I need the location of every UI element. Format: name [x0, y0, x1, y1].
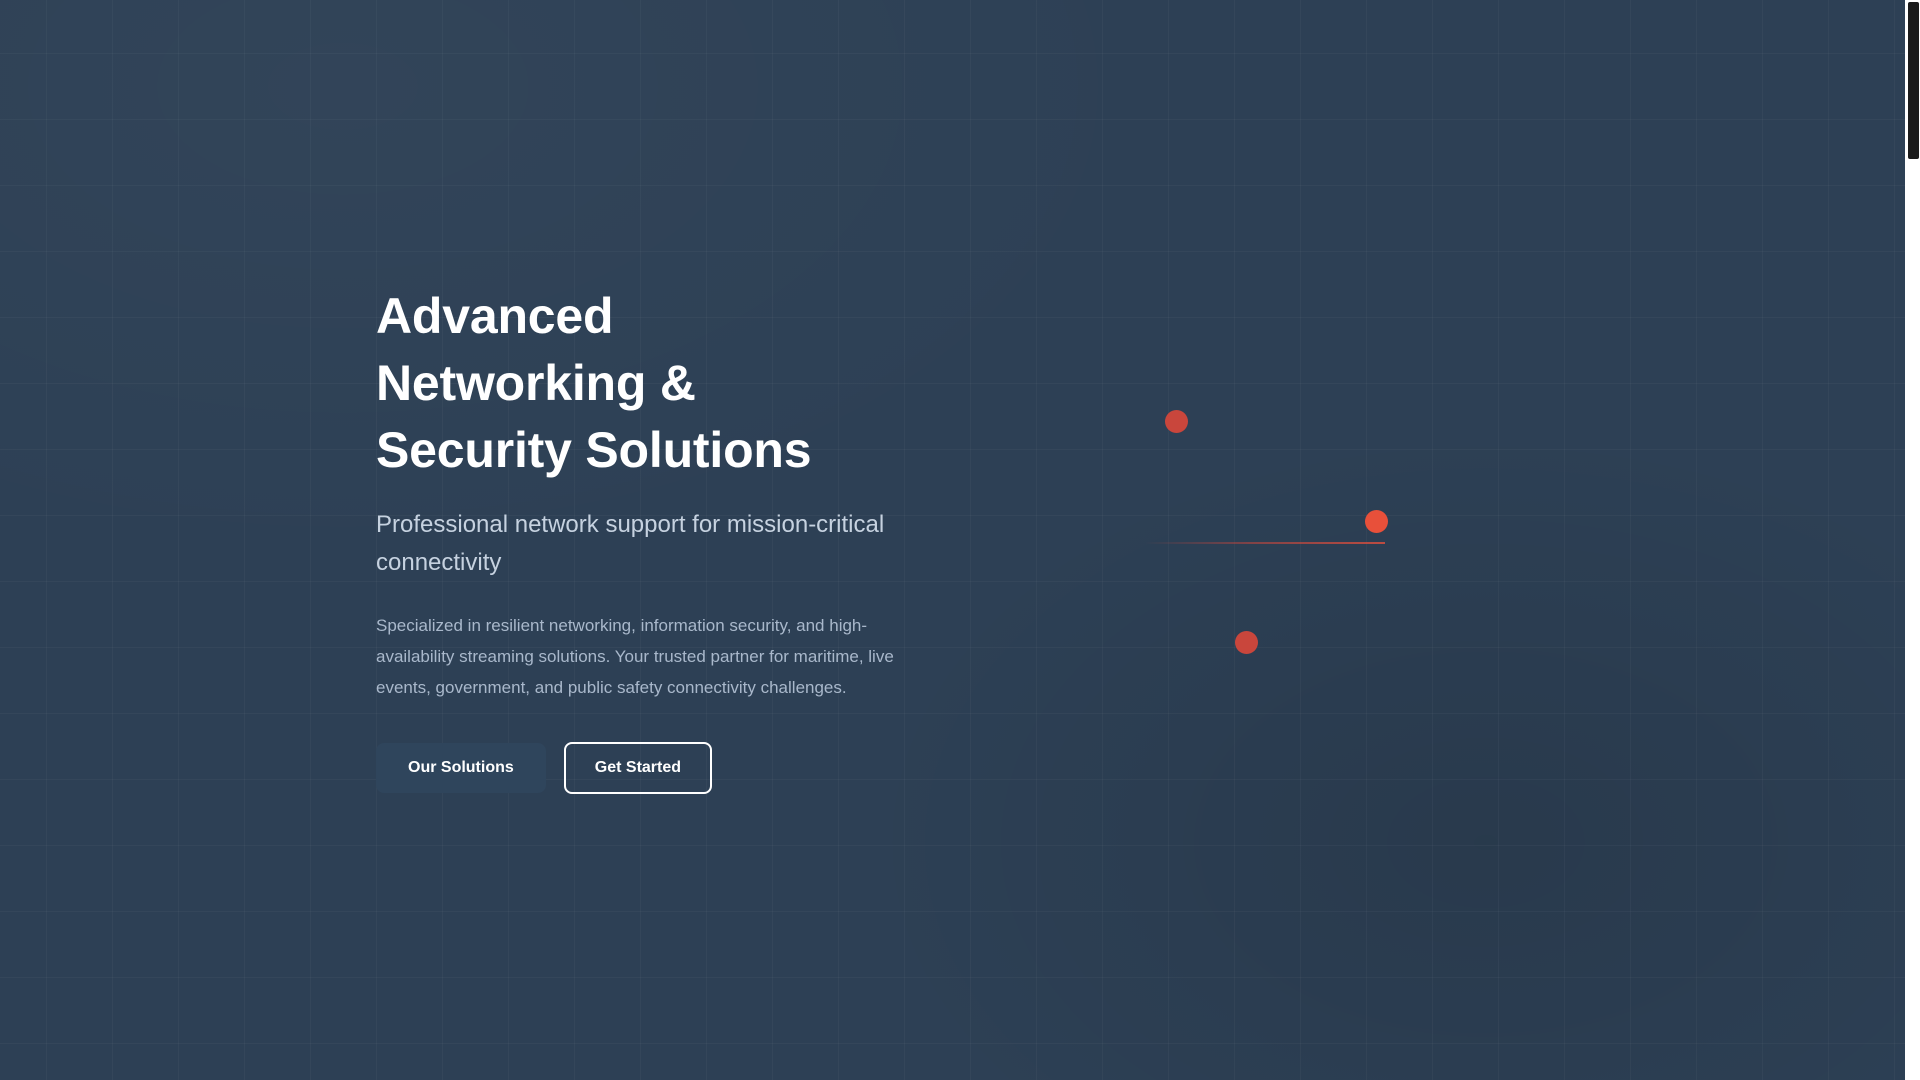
network-node-dot-2: [1365, 510, 1388, 533]
network-node-graphic: [1080, 380, 1400, 654]
network-node-dot-1: [1165, 410, 1188, 433]
hero-heading: Advanced Networking & Security Solutions: [376, 288, 812, 478]
get-started-button[interactable]: Get Started: [563, 742, 713, 794]
network-node-dot-3: [1235, 631, 1258, 654]
vertical-scrollbar-track[interactable]: [1905, 0, 1920, 1080]
vertical-scrollbar-thumb[interactable]: [1908, 2, 1919, 159]
hero-subtitle: Professional network support for mission…: [376, 511, 885, 576]
network-node-link-1: [1145, 542, 1385, 544]
hero-section: Advanced Networking & Security Solutions…: [376, 283, 996, 794]
hero-action-buttons: Our Solutions Get Started: [376, 742, 996, 794]
hero-description: Specialized in resilient networking, inf…: [376, 616, 894, 697]
our-solutions-button[interactable]: Our Solutions: [376, 743, 546, 793]
